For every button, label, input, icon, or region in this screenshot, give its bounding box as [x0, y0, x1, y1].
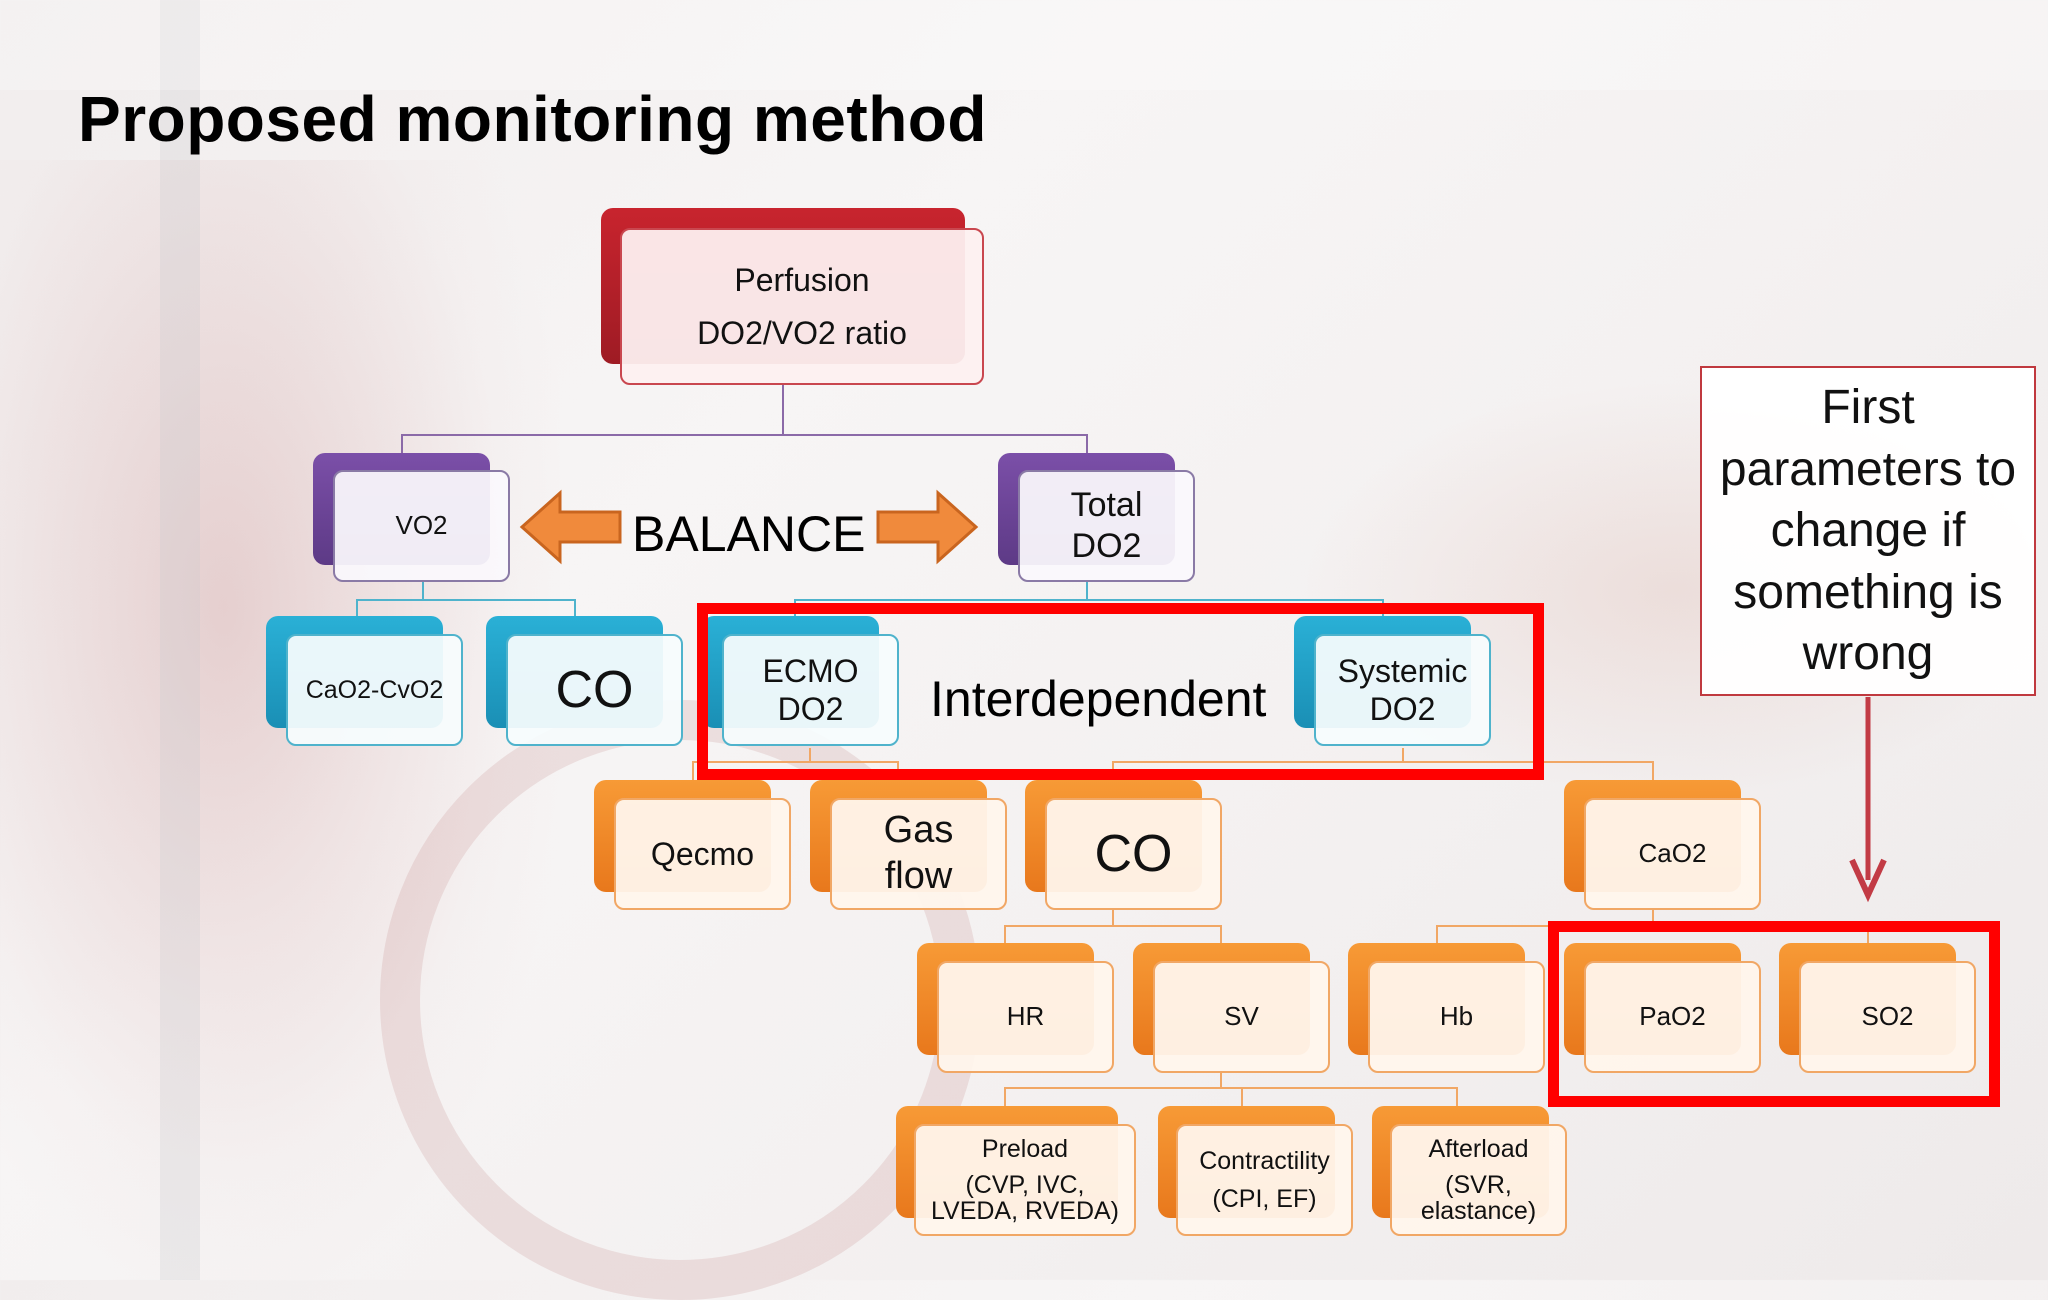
callout-box: First parameters to change if something …	[1700, 366, 2036, 696]
preload-node: Preload (CVP, IVC,LVEDA, RVEDA)	[914, 1124, 1136, 1236]
interdependent-label: Interdependent	[930, 671, 1267, 727]
right-arrow-icon	[876, 489, 979, 565]
balance-label: BALANCE	[632, 506, 866, 562]
pao2-node: PaO2	[1584, 961, 1761, 1073]
callout-line-3: to change if	[1770, 442, 2017, 558]
cao2-cvo2-node: CaO2-CvO2	[286, 634, 463, 746]
callout-line-5: wrong	[1802, 627, 1934, 681]
afterload-line-3: elastance)	[1420, 1197, 1537, 1226]
co-left-node: CO	[506, 634, 683, 746]
root-line-1: Perfusion	[734, 262, 870, 299]
callout-line-2: parameters	[1719, 442, 1963, 496]
afterload-node: Afterload (SVR,elastance)	[1390, 1124, 1567, 1236]
gas-flow-line-1: Gas	[883, 809, 954, 852]
so2-node: SO2	[1799, 961, 1976, 1073]
hr-node: HR	[937, 961, 1114, 1073]
ecmo-do2-line-1: ECMO	[762, 652, 859, 689]
afterload-line-2: (SVR,	[1445, 1170, 1512, 1199]
page-title: Proposed monitoring method	[78, 83, 987, 155]
preload-line-2: (CVP, IVC,	[965, 1170, 1085, 1199]
gas-flow-line-2: flow	[884, 855, 953, 897]
pao2-so2-highlight-box	[1548, 921, 2000, 1107]
callout-line-4: something is	[1733, 565, 2003, 619]
cao2-node: CaO2	[1584, 798, 1761, 910]
preload-line-1: Preload	[981, 1134, 1069, 1163]
interdependent-highlight-box	[697, 603, 1544, 780]
ecmo-do2-line-2: DO2	[777, 691, 844, 727]
contractility-line-1: Contractility	[1199, 1147, 1330, 1175]
total-do2-line-1: Total	[1070, 486, 1143, 525]
hb-node: Hb	[1368, 961, 1545, 1073]
root-line-2: DO2/VO2 ratio	[697, 314, 907, 351]
afterload-line-1: Afterload	[1428, 1134, 1529, 1163]
callout-line-1: First	[1821, 381, 1915, 435]
contractility-node: Contractility (CPI, EF)	[1176, 1124, 1353, 1236]
vo2-node: VO2	[333, 470, 510, 582]
qecmo-node: Qecmo	[614, 798, 791, 910]
preload-line-3: LVEDA, RVEDA)	[930, 1197, 1120, 1226]
callout-arrow-head-icon	[1849, 858, 1887, 903]
left-arrow-icon	[519, 489, 622, 565]
total-do2-line-2: DO2	[1071, 527, 1142, 565]
systemic-do2-line-2: DO2	[1369, 691, 1436, 727]
systemic-do2-line-1: Systemic	[1337, 652, 1468, 689]
co-right-node: CO	[1045, 798, 1222, 910]
contractility-line-2: (CPI, EF)	[1212, 1185, 1317, 1213]
sv-node: SV	[1153, 961, 1330, 1073]
